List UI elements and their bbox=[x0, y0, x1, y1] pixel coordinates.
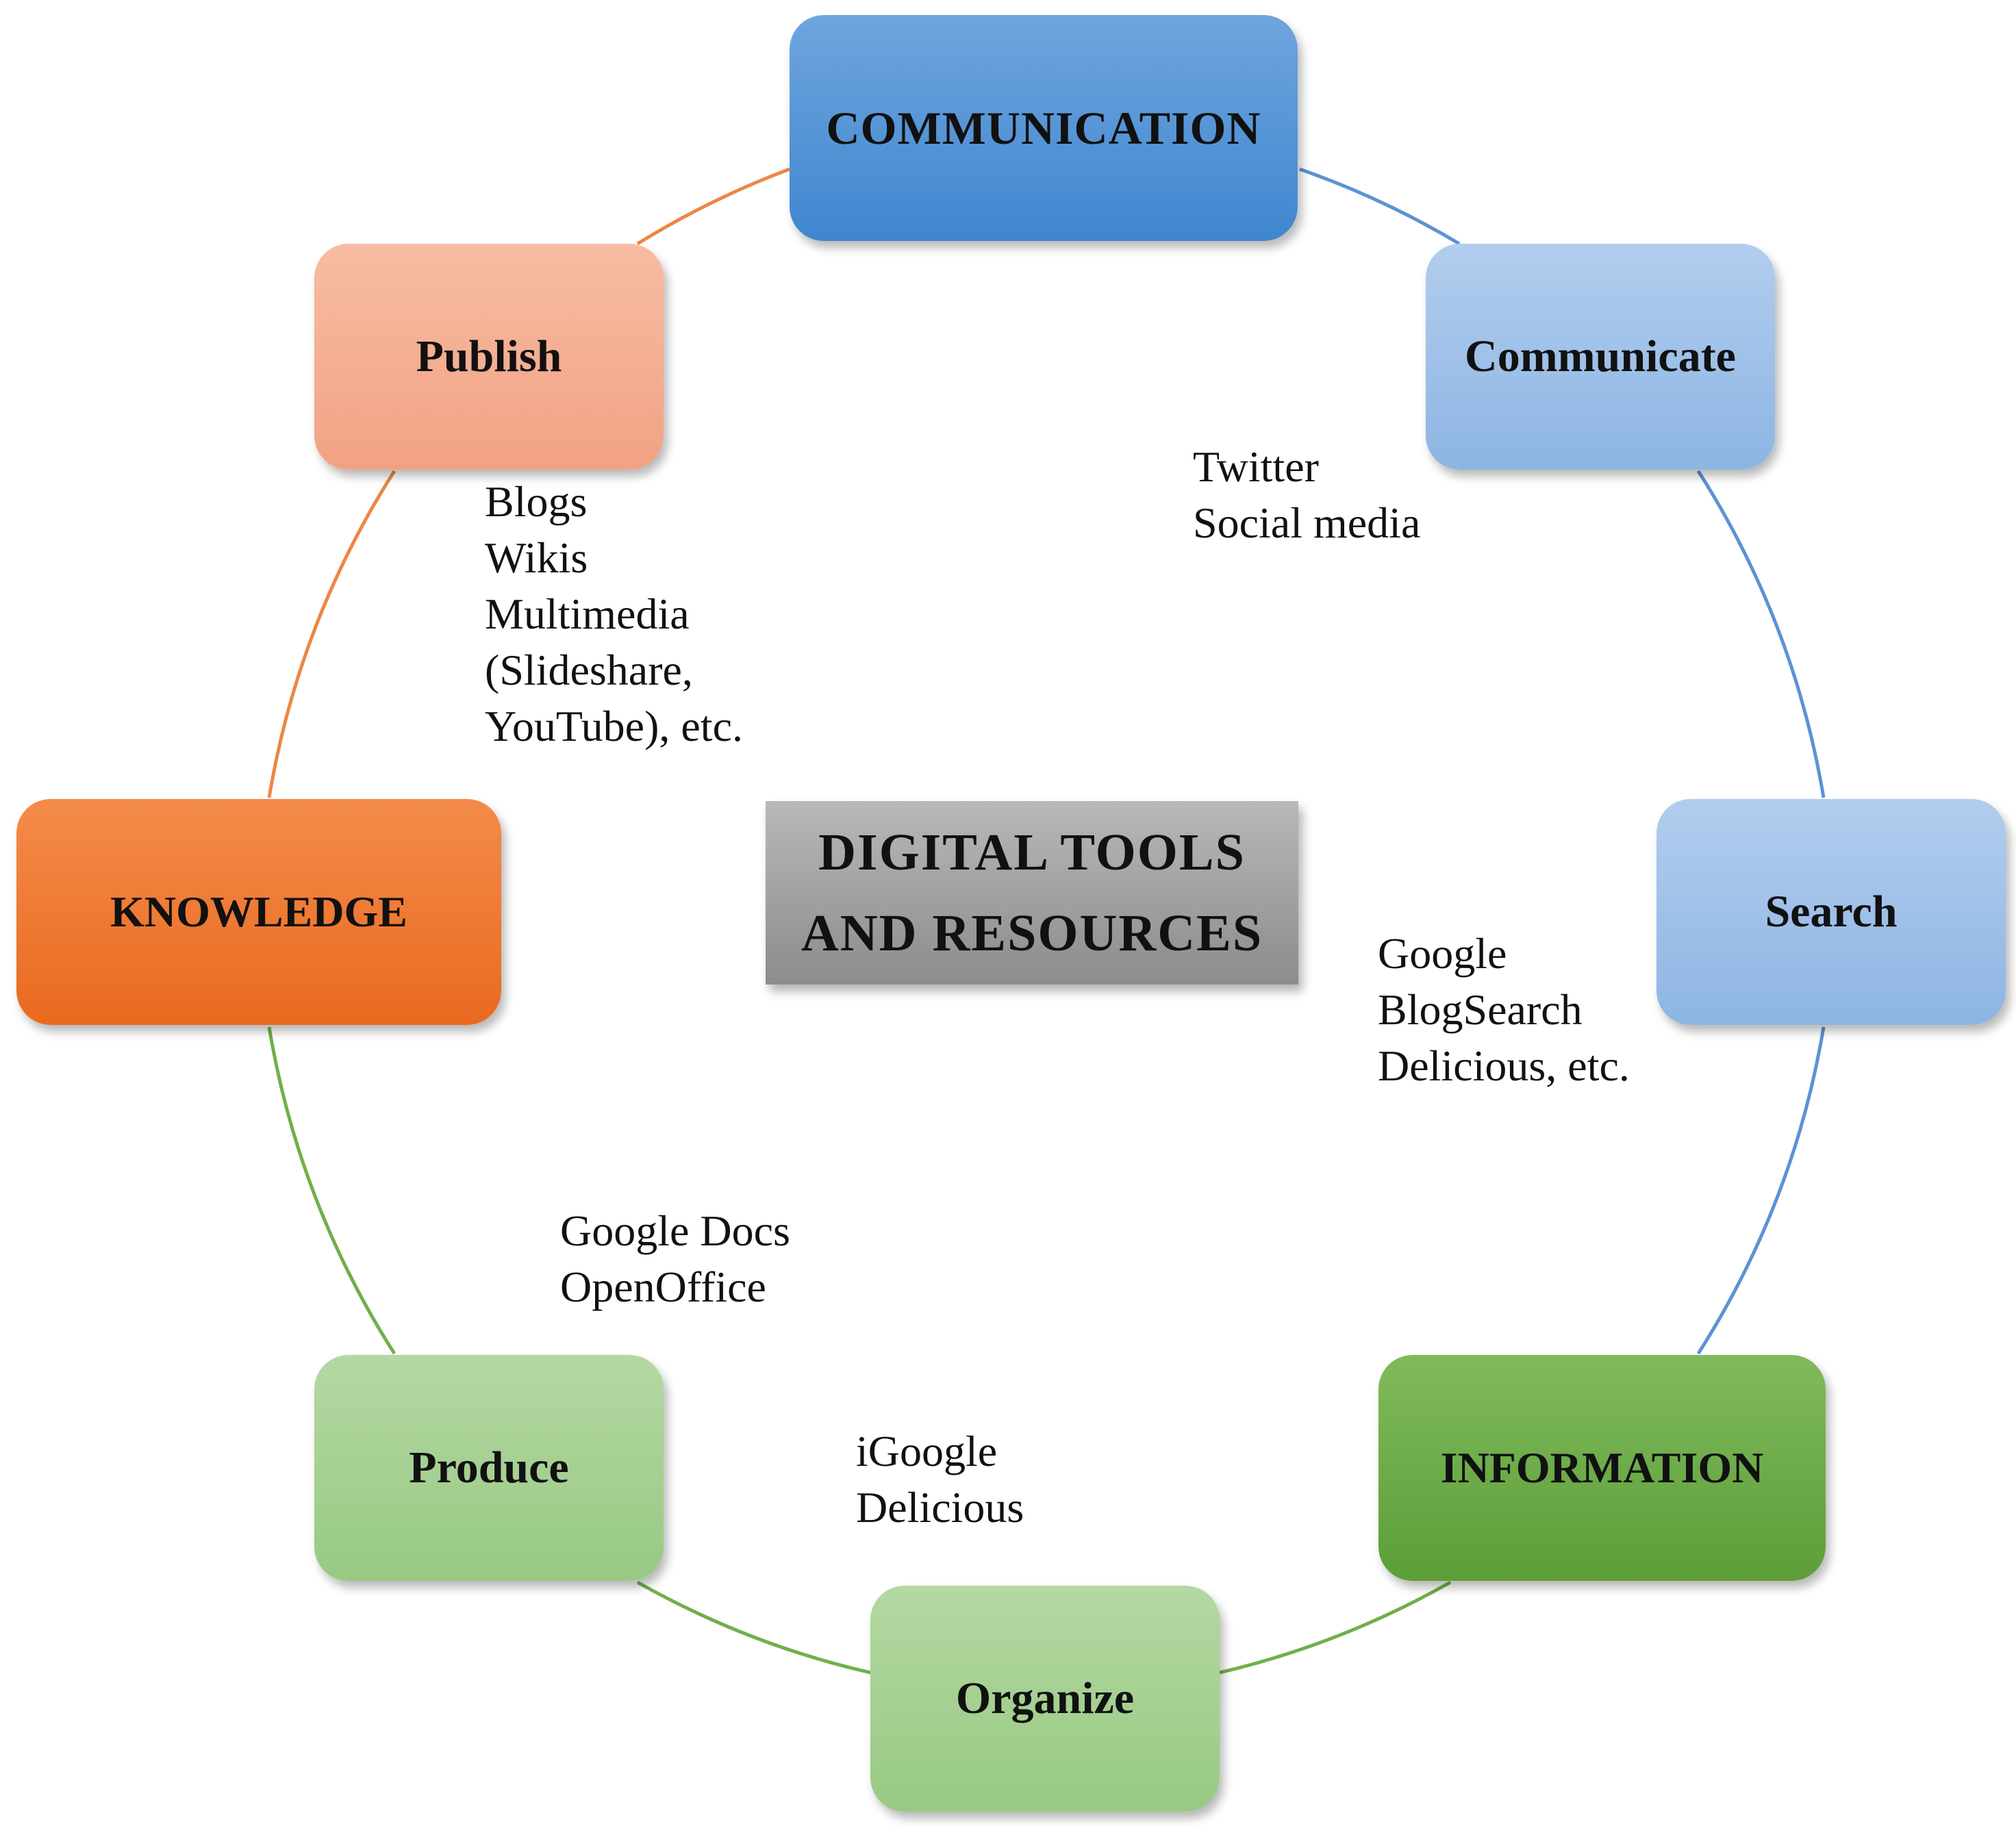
tool-item: iGoogle bbox=[856, 1427, 998, 1475]
center-title-line-1: DIGITAL TOOLS bbox=[818, 824, 1246, 881]
node-knowledge: KNOWLEDGE bbox=[16, 799, 501, 1025]
node-information-label: INFORMATION bbox=[1440, 1443, 1764, 1492]
tool-item: YouTube), etc. bbox=[485, 702, 743, 750]
search-tools-list: Google BlogSearch Delicious, etc. bbox=[1378, 926, 1630, 1094]
node-produce: Produce bbox=[314, 1355, 664, 1581]
communicate-tools-list: Twitter Social media bbox=[1193, 439, 1420, 551]
tool-item: Google Docs bbox=[560, 1206, 790, 1255]
node-produce-label: Produce bbox=[409, 1443, 569, 1493]
tool-item: Multimedia bbox=[485, 589, 690, 638]
tool-item: Delicious, etc. bbox=[1378, 1041, 1630, 1090]
arc-search-to-information bbox=[1696, 1026, 1826, 1355]
node-communication-label: COMMUNICATION bbox=[826, 101, 1261, 154]
arc-information-to-organize bbox=[1219, 1580, 1452, 1675]
arc-communication-to-communicate bbox=[1299, 167, 1461, 246]
arc-communicate-to-search bbox=[1696, 470, 1826, 798]
node-publish-label: Publish bbox=[416, 331, 562, 381]
publish-tools-list: Blogs Wikis Multimedia (Slideshare, YouT… bbox=[485, 474, 743, 755]
tool-item: Google bbox=[1378, 929, 1507, 978]
node-search-label: Search bbox=[1765, 887, 1898, 937]
arc-knowledge-to-publish bbox=[267, 470, 396, 798]
node-publish: Publish bbox=[314, 244, 664, 470]
node-communication: COMMUNICATION bbox=[790, 15, 1298, 241]
node-search: Search bbox=[1656, 799, 2006, 1025]
node-knowledge-label: KNOWLEDGE bbox=[110, 887, 407, 936]
tool-item: Twitter bbox=[1193, 442, 1319, 491]
center-title-box: DIGITAL TOOLS AND RESOURCES bbox=[766, 801, 1298, 985]
tool-item: BlogSearch bbox=[1378, 985, 1583, 1034]
node-communicate: Communicate bbox=[1426, 244, 1775, 470]
tool-item: OpenOffice bbox=[560, 1263, 766, 1311]
arc-publish-to-communication bbox=[636, 167, 790, 246]
tool-item: Wikis bbox=[485, 533, 588, 582]
tool-item: Delicious bbox=[856, 1483, 1024, 1532]
node-organize-label: Organize bbox=[955, 1673, 1135, 1723]
organize-tools-list: iGoogle Delicious bbox=[856, 1423, 1024, 1536]
center-title-line-2: AND RESOURCES bbox=[801, 904, 1263, 962]
tool-item: (Slideshare, bbox=[485, 646, 693, 694]
tool-item: Blogs bbox=[485, 477, 588, 526]
node-organize: Organize bbox=[870, 1586, 1220, 1812]
arc-produce-to-knowledge bbox=[267, 1026, 396, 1355]
arc-organize-to-produce bbox=[636, 1580, 871, 1675]
node-information: INFORMATION bbox=[1378, 1355, 1826, 1581]
node-communicate-label: Communicate bbox=[1465, 331, 1736, 381]
tool-item: Social media bbox=[1193, 498, 1421, 547]
produce-tools-list: Google Docs OpenOffice bbox=[560, 1203, 790, 1315]
